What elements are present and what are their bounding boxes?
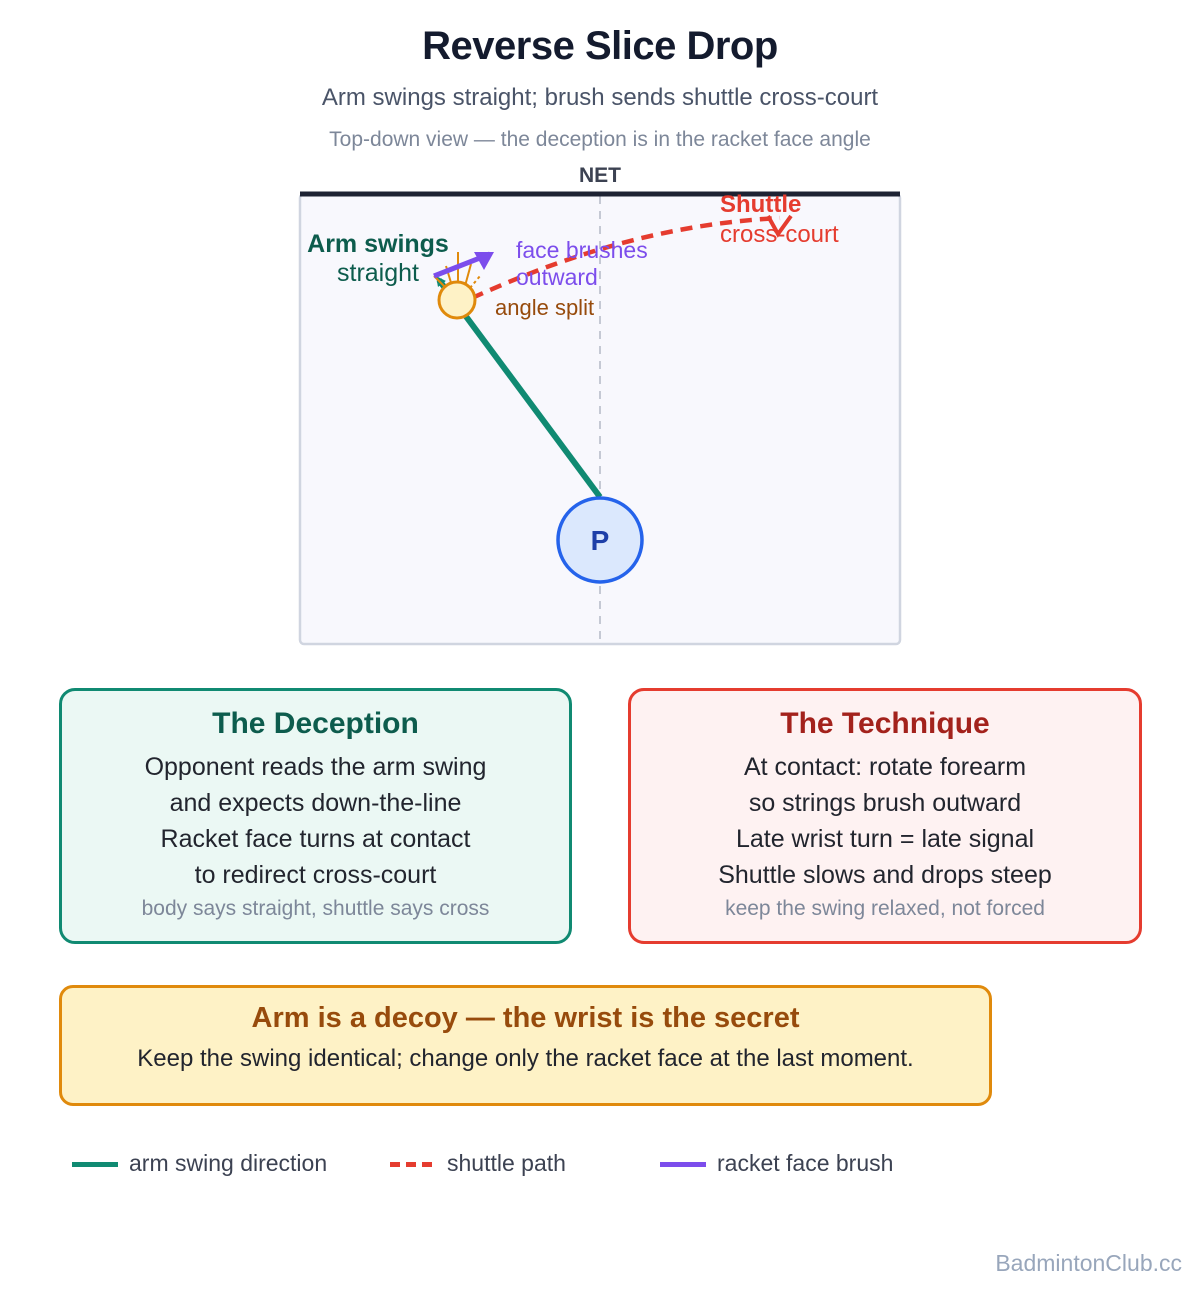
legend-brush-swatch [660, 1162, 706, 1167]
shuttle-label-line1: Shuttle [720, 191, 801, 218]
arm-label-line1: Arm swings [307, 230, 449, 258]
shuttle-path [471, 215, 781, 301]
shuttle-label-line2: cross-court [720, 221, 839, 248]
contact-point [437, 280, 477, 320]
legend-shuttle-swatch [390, 1162, 436, 1167]
legend-shuttle-label: shuttle path [447, 1150, 566, 1176]
page-title: Reverse Slice Drop [422, 24, 778, 68]
court-diagram: NET P Arm swings straight face brushes o… [298, 164, 902, 646]
player-label: P [591, 525, 610, 556]
technique-line: Late wrist turn = late signal [735, 825, 1035, 853]
shuttle-arrowhead [766, 214, 793, 238]
callout-title: Arm is a decoy — the wrist is the secret [251, 1002, 800, 1034]
deception-line: and expects down-the-line [169, 789, 462, 817]
brush-label-line2: outward [516, 264, 598, 290]
player-marker [556, 496, 644, 584]
net-label: NET [579, 164, 621, 187]
racket-brush-arrowhead [474, 252, 494, 270]
page-subtitle: Arm swings straight; brush sends shuttle… [321, 84, 879, 111]
deception-line: to redirect cross-court [194, 861, 437, 889]
technique-line: so strings brush outward [748, 789, 1022, 817]
legend-brush-label: racket face brush [717, 1150, 894, 1176]
view-note: Top-down view — the deception is in the … [329, 128, 871, 151]
brush-label-line1: face brushes [516, 237, 648, 263]
technique-card: The Technique At contact: rotate forearm… [628, 688, 1142, 944]
legend-arm-swatch [72, 1162, 118, 1167]
technique-title: The Technique [780, 707, 990, 740]
technique-foot: keep the swing relaxed, not forced [725, 897, 1045, 920]
arm-label-line2: straight [337, 259, 419, 287]
deception-line: Opponent reads the arm swing [144, 753, 487, 781]
deception-foot: body says straight, shuttle says cross [141, 897, 490, 920]
legend-arm-label: arm swing direction [129, 1150, 328, 1176]
deception-title: The Deception [212, 707, 419, 740]
brand-footer: BadmintonClub.cc [995, 1250, 1182, 1276]
technique-line: At contact: rotate forearm [743, 753, 1027, 781]
deception-card: The Deception Opponent reads the arm swi… [59, 688, 572, 944]
technique-line: Shuttle slows and drops steep [718, 861, 1052, 889]
deception-line: Racket face turns at contact [160, 825, 471, 853]
callout-text: Keep the swing identical; change only th… [137, 1045, 914, 1072]
angle-split-label: angle split [495, 295, 594, 320]
key-callout: Arm is a decoy — the wrist is the secret… [59, 985, 992, 1106]
